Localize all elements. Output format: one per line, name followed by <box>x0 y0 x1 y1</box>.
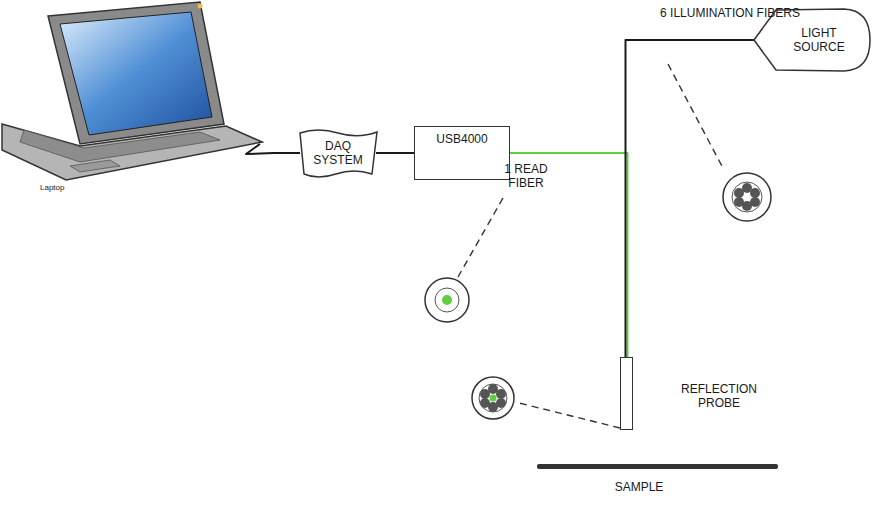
daq-box: DAQ SYSTEM <box>298 128 378 178</box>
node-text: Laptop <box>40 183 64 193</box>
fiber-cross-section <box>723 173 771 221</box>
node-text: REFLECTION PROBE <box>659 382 779 410</box>
cable <box>376 152 414 154</box>
reflection-probe: REFLECTION PROBE <box>620 357 633 430</box>
node-text: LIGHT SOURCE <box>788 26 850 54</box>
laptop-node: Laptop <box>0 0 264 200</box>
fiber-cross-section <box>425 278 469 322</box>
laptop-illustration <box>0 0 264 200</box>
node-text: USB4000 <box>415 127 509 146</box>
usb-box: USB4000 <box>414 126 510 180</box>
part-label: 6 ILLUMINATION FIBERS <box>650 6 810 20</box>
part-label: SAMPLE <box>604 480 674 494</box>
node-text: DAQ SYSTEM <box>307 139 369 167</box>
part-label: 1 READ FIBER <box>498 162 554 190</box>
cable <box>626 40 755 357</box>
sample-plate <box>537 464 778 469</box>
fiber-cross-section <box>472 377 514 419</box>
cable <box>246 144 300 154</box>
